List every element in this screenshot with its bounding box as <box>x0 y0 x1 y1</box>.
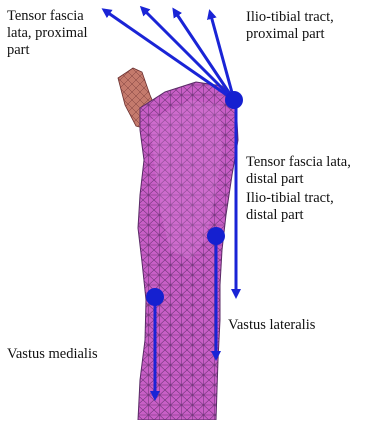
label-tfl-distal: Tensor fascia lata, distal part <box>246 154 351 188</box>
label-vastus-lateralis: Vastus lateralis <box>228 317 315 334</box>
label-tfl-proximal: Tensor fascia lata, proximal part <box>7 8 88 59</box>
attachment-point-medial <box>146 288 164 306</box>
attachment-point-lateral <box>207 227 225 245</box>
attachment-point-trochanter <box>225 91 243 109</box>
label-vastus-medialis: Vastus medialis <box>7 346 98 363</box>
label-itt-proximal: Ilio-tibial tract, proximal part <box>246 9 334 43</box>
label-itt-distal: Ilio-tibial tract, distal part <box>246 190 334 224</box>
